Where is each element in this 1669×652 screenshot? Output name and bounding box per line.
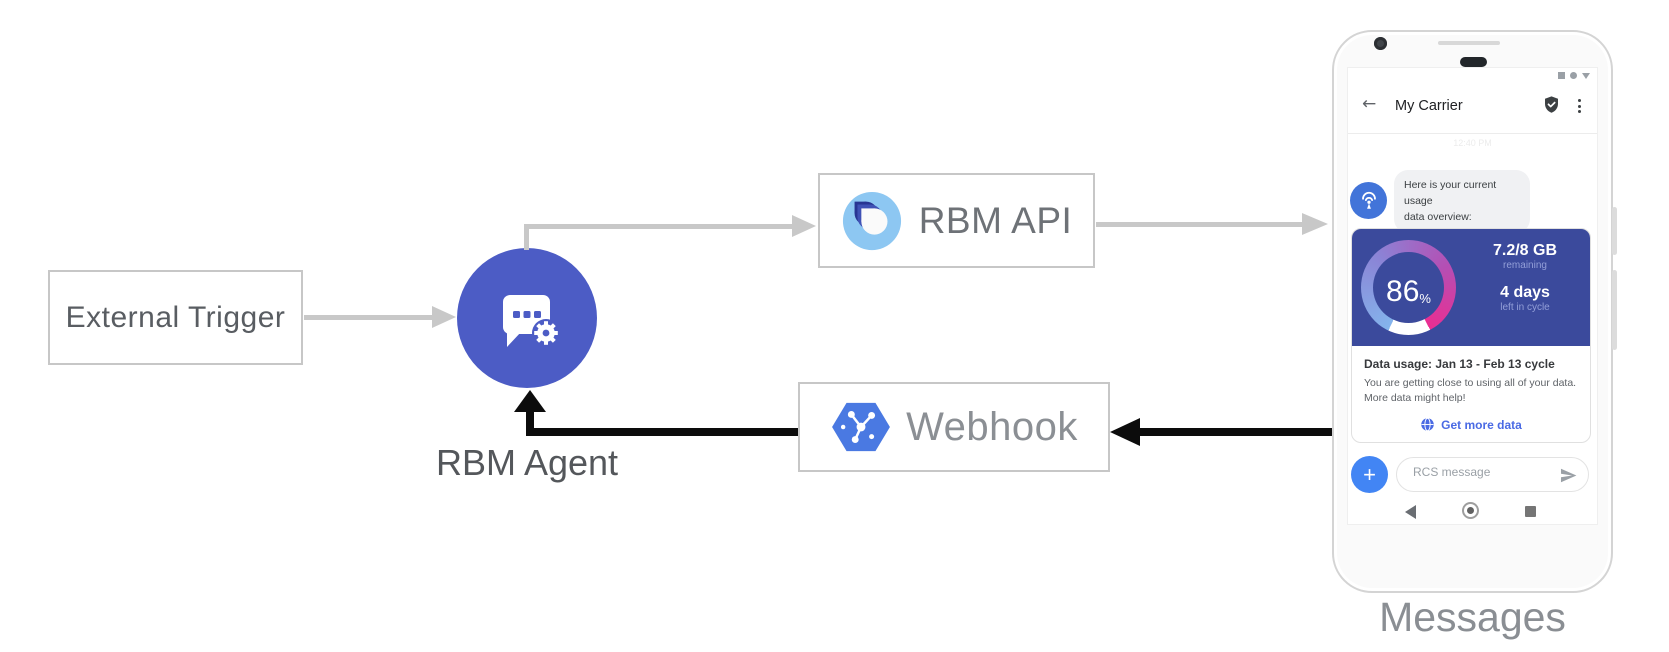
phone-power-button	[1612, 207, 1617, 255]
agent-avatar	[1350, 182, 1387, 219]
verified-shield-icon	[1542, 94, 1561, 120]
data-remaining-caption: remaining	[1503, 260, 1547, 271]
front-camera	[1374, 37, 1387, 50]
connector-webhook-to-agent	[526, 428, 798, 436]
status-triangle-icon	[1582, 72, 1590, 79]
bot-message-bubble: Here is your current usage data overview…	[1394, 170, 1530, 234]
connector-agent-up	[524, 226, 529, 250]
antenna-icon	[1361, 191, 1376, 209]
rbm-agent-label: RBM Agent	[435, 442, 619, 483]
bot-message-line2: data overview:	[1404, 210, 1472, 223]
speaker-grille	[1460, 57, 1487, 67]
bot-message-line1: Here is your current usage	[1404, 179, 1497, 207]
arrowhead-agent-to-api	[792, 215, 816, 237]
cycle-days-caption: left in cycle	[1500, 302, 1550, 313]
usage-card-info: Data usage: Jan 13 - Feb 13 cycle You ar…	[1352, 346, 1590, 442]
connector-agent-to-api	[524, 224, 792, 229]
connector-webhook-up	[526, 408, 534, 436]
header-divider	[1348, 133, 1597, 134]
arrowhead-webhook-to-agent	[514, 390, 546, 412]
usage-gauge: 86 %	[1361, 240, 1456, 335]
status-circle-icon	[1570, 72, 1577, 79]
overflow-menu-icon[interactable]	[1578, 99, 1581, 113]
connector-phone-to-webhook	[1138, 428, 1333, 436]
external-trigger-label: External Trigger	[65, 300, 286, 334]
nav-back-button[interactable]	[1405, 505, 1416, 519]
chat-bubble-gear-icon	[503, 295, 560, 347]
earpiece-line	[1438, 41, 1500, 45]
arrowhead-phone-to-webhook	[1110, 418, 1140, 446]
status-bar-icons	[1558, 72, 1590, 79]
cycle-days-value: 4 days	[1500, 284, 1550, 301]
rbm-api-label: RBM API	[918, 199, 1073, 241]
plus-label: +	[1363, 461, 1376, 487]
phone-mockup: ← My Carrier 12:40 PM Here i	[1332, 30, 1617, 593]
external-trigger-node: External Trigger	[48, 270, 303, 365]
messages-caption: Messages	[1379, 594, 1566, 640]
send-icon[interactable]	[1559, 466, 1578, 490]
message-input-pill	[1396, 457, 1589, 492]
webhook-label: Webhook	[906, 404, 1078, 449]
phone-screen: ← My Carrier 12:40 PM Here i	[1347, 67, 1598, 525]
connector-api-to-phone	[1096, 222, 1304, 227]
usage-card-hero: 86 % 7.2/8 GB remaining 4 days left in c…	[1352, 229, 1590, 346]
nav-home-button[interactable]	[1462, 502, 1479, 519]
phone-volume-button	[1612, 270, 1617, 350]
get-more-data-button[interactable]: Get more data	[1364, 417, 1578, 432]
usage-card-title: Data usage: Jan 13 - Feb 13 cycle	[1364, 357, 1555, 371]
attach-plus-button[interactable]: +	[1351, 456, 1388, 493]
pubsub-hexagon-icon	[832, 402, 891, 452]
back-arrow-icon[interactable]: ←	[1362, 94, 1377, 114]
globe-icon	[1421, 418, 1434, 432]
rbm-api-logo-icon	[842, 191, 901, 250]
rbm-api-node: RBM API	[818, 173, 1095, 268]
arrow-trigger-to-agent	[304, 315, 434, 320]
data-remaining-value: 7.2/8 GB	[1492, 242, 1558, 259]
arrowhead-trigger-to-agent	[432, 306, 456, 328]
get-more-data-label: Get more data	[1441, 417, 1522, 432]
webhook-node: Webhook	[798, 382, 1110, 472]
usage-rich-card: 86 % 7.2/8 GB remaining 4 days left in c…	[1351, 228, 1591, 444]
arrowhead-api-to-phone	[1302, 213, 1328, 235]
conversation-title: My Carrier	[1395, 98, 1463, 114]
rcs-message-input[interactable]	[1411, 464, 1545, 480]
nav-recents-button[interactable]	[1525, 506, 1536, 517]
usage-percent: 86	[1386, 275, 1420, 308]
usage-card-body: You are getting close to using all of yo…	[1364, 377, 1577, 405]
rbm-agent-node	[457, 248, 597, 388]
usage-percent-unit: %	[1419, 291, 1431, 306]
timestamp: 12:40 PM	[1453, 138, 1492, 148]
status-square-icon	[1558, 72, 1565, 79]
